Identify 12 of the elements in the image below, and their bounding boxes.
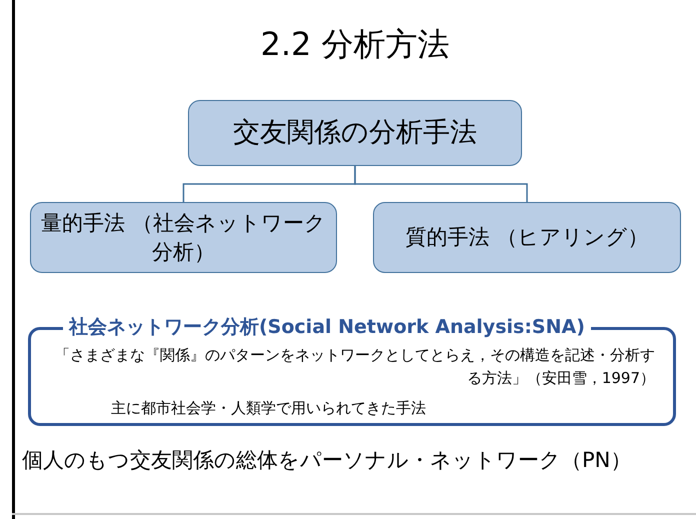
- summary-text: 個人のもつ交友関係の総体をパーソナル・ネットワーク（PN）: [22, 447, 632, 474]
- box-text: 量的手法 （社会ネットワーク分析）: [40, 210, 327, 266]
- method-box: [30, 202, 337, 273]
- method-box: [188, 100, 522, 166]
- box-text: 交友関係の分析手法: [233, 116, 477, 150]
- box-text: 質的手法 （ヒアリング）: [404, 224, 650, 251]
- definition-heading: 社会ネットワーク分析(Social Network Analysis:SNA): [63, 314, 591, 340]
- definition-note: 主に都市社会学・人類学で用いられてきた手法: [111, 398, 426, 419]
- slide-title: 2.2 分析方法: [259, 24, 451, 65]
- method-box: [373, 202, 681, 273]
- connector-line: [354, 166, 528, 202]
- definition-quote: 「さまざまな『関係』のパターンをネットワークとしてとらえ，その構造を記述・分析する方法」（安田雪，1997）: [55, 345, 655, 389]
